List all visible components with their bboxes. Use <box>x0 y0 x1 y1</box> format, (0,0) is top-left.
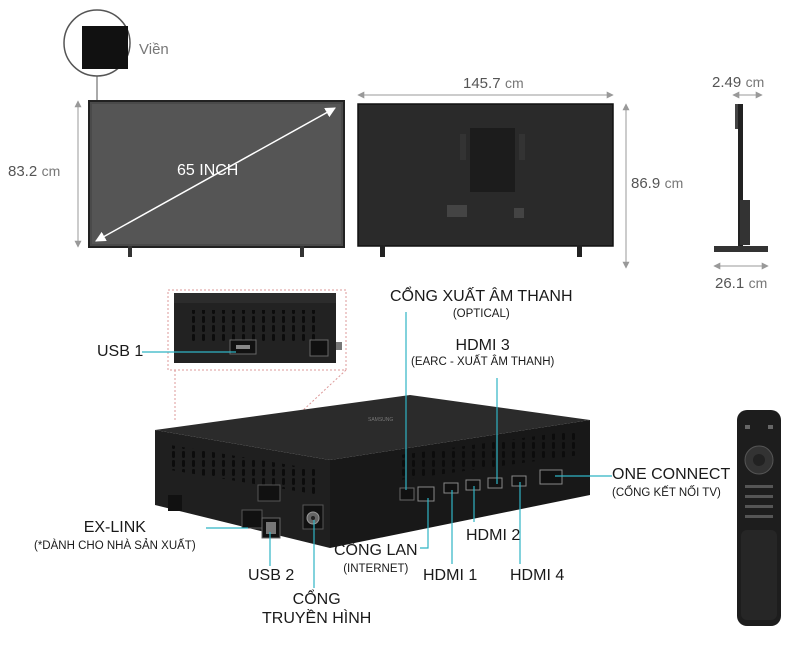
remote-control <box>737 410 781 626</box>
optical-callout: CỔNG XUẤT ÂM THANH (OPTICAL) <box>390 288 573 320</box>
callout-lines <box>142 312 612 588</box>
lan-sub: (INTERNET) <box>343 563 409 575</box>
svg-text:SAMSUNG: SAMSUNG <box>368 417 393 423</box>
width-unit: cm <box>505 75 524 91</box>
one-connect-title: ONE CONNECT <box>612 466 731 483</box>
back-height-value: 86.9 <box>631 175 661 192</box>
hdmi3-sub: (EARC - XUẤT ÂM THANH) <box>411 356 555 368</box>
tv-side <box>714 104 768 252</box>
exlink-sub: (*DÀNH CHO NHÀ SẢN XUẤT) <box>34 540 196 552</box>
tv-port-callout: CỔNG TRUYỀN HÌNH <box>262 591 371 628</box>
front-height-value: 83.2 <box>8 163 38 180</box>
exlink-callout: EX-LINK (*DÀNH CHO NHÀ SẢN XUẤT) <box>34 519 196 552</box>
bezel-detail <box>63 9 131 103</box>
stand-depth-value: 26.1 <box>715 275 745 292</box>
depth-value: 2.49 <box>712 74 742 91</box>
depth-dimension: 2.49 cm <box>712 74 764 92</box>
depth-unit: cm <box>745 74 765 90</box>
back-height-dimension: 86.9 cm <box>631 175 683 193</box>
front-height-unit: cm <box>41 163 61 179</box>
tv-port-line2: TRUYỀN HÌNH <box>262 610 372 627</box>
front-height-dimension: 83.2 cm <box>8 163 60 181</box>
hdmi3-title: HDMI 3 <box>455 337 510 354</box>
tv-back <box>357 103 614 257</box>
width-dimension: 145.7 cm <box>463 75 524 93</box>
hdmi4-label: HDMI 4 <box>510 567 565 584</box>
tv-front <box>88 100 345 257</box>
hdmi1-label: HDMI 1 <box>423 567 478 584</box>
usb1-zoom <box>167 289 347 371</box>
usb2-label: USB 2 <box>248 567 295 584</box>
stand-depth-unit: cm <box>748 275 768 291</box>
one-connect-box: SAMSUNG <box>155 395 590 548</box>
stand-depth-dimension: 26.1 cm <box>715 275 767 293</box>
one-connect-callout: ONE CONNECT (CỔNG KẾT NỐI TV) <box>612 466 730 499</box>
exlink-title: EX-LINK <box>83 519 146 536</box>
screen-size-label: 65 INCH <box>177 162 239 179</box>
hdmi2-label: HDMI 2 <box>466 527 521 544</box>
bezel-label: Viền <box>139 41 169 58</box>
lan-title: CỔNG LAN <box>334 542 418 559</box>
usb1-label: USB 1 <box>97 343 144 360</box>
back-height-unit: cm <box>664 175 684 191</box>
one-connect-sub: (CỔNG KẾT NỐI TV) <box>612 487 721 499</box>
optical-title: CỔNG XUẤT ÂM THANH <box>390 288 573 305</box>
tv-port-line1: CỔNG <box>292 591 341 608</box>
width-value: 145.7 <box>463 75 501 92</box>
hdmi3-callout: HDMI 3 (EARC - XUẤT ÂM THANH) <box>411 337 554 368</box>
optical-sub: (OPTICAL) <box>452 308 510 320</box>
lan-callout: CỔNG LAN (INTERNET) <box>334 542 418 575</box>
